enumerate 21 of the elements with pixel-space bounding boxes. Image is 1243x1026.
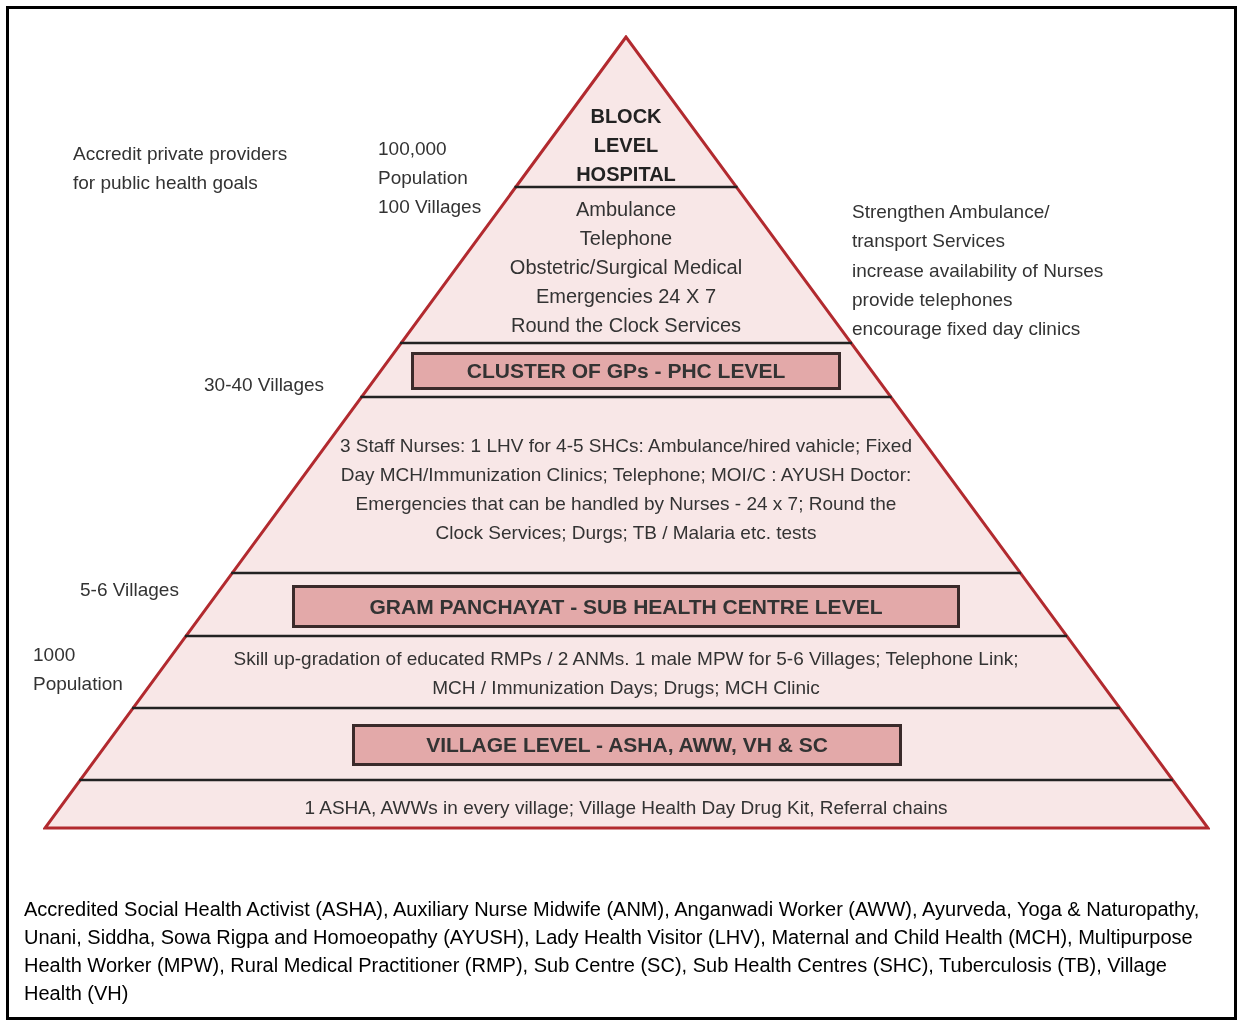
side-note: 100,000 Population 100 Villages — [378, 137, 483, 219]
service-text: Round the Clock Services — [510, 312, 742, 338]
side-note: provide telephones — [852, 288, 1014, 312]
service-text: Emergencies 24 X 7 — [535, 283, 717, 309]
side-note: increase availability of Nurses — [852, 259, 1105, 283]
side-note: Accredit private providers for public health goals — [73, 142, 289, 195]
services-text: Skill up-gradation of educated RMPs / 2 ANMs. 1 male MPW for 5-6 Villages; Telephone Link; MCH / Immunization Days; Drugs; MCH Clinic — [232, 647, 1020, 700]
level-box: CLUSTER OF GPs - PHC LEVEL — [411, 352, 841, 390]
side-note: 30-40 Villages — [204, 373, 326, 397]
level-box: GRAM PANCHAYAT - SUB HEALTH CENTRE LEVEL — [292, 585, 960, 628]
services-text: 3 Staff Nurses: 1 LHV for 4-5 SHCs: Ambulance/hired vahicle; Fixed Day MCH/Immunization Clinics; Telephone; MOI/C : AYUSH Doctor: Emergencies that can be handled by Nurses - 24 x 7; Round the Clock Services; Durgs; TB / Malaria etc. tests — [339, 434, 913, 545]
level-box: VILLAGE LEVEL - ASHA, AWW, VH & SC — [352, 724, 902, 766]
side-note: 1000 Population — [33, 643, 124, 696]
services-text: 1 ASHA, AWWs in every village; Village Health Day Drug Kit, Referral chains — [304, 795, 948, 820]
side-note: encourage fixed day clinics — [852, 317, 1082, 341]
side-note: 5-6 Villages — [80, 578, 180, 602]
service-text: Obstetric/Surgical Medical — [509, 254, 743, 280]
service-text: Telephone — [579, 225, 673, 251]
service-text: Ambulance — [575, 196, 677, 222]
level-heading: BLOCK LEVEL HOSPITAL — [575, 103, 677, 187]
caption: Accredited Social Health Activist (ASHA), Auxiliary Nurse Midwife (ANM), Anganwadi Worker (AWW), Ayurveda, Yoga & Naturopathy, Unani, Siddha, Sowa Rigpa and Homoeopathy (AYUSH), Lady Health Visitor (LHV), Maternal and Child Health (MCH), Multipurpose Health Worker (MPW), Rural Medical Practitioner (RMP), Sub Centre (SC), Sub Health Centres (SHC), Tuberculosis (TB), Village Health (VH) — [24, 897, 1201, 1006]
